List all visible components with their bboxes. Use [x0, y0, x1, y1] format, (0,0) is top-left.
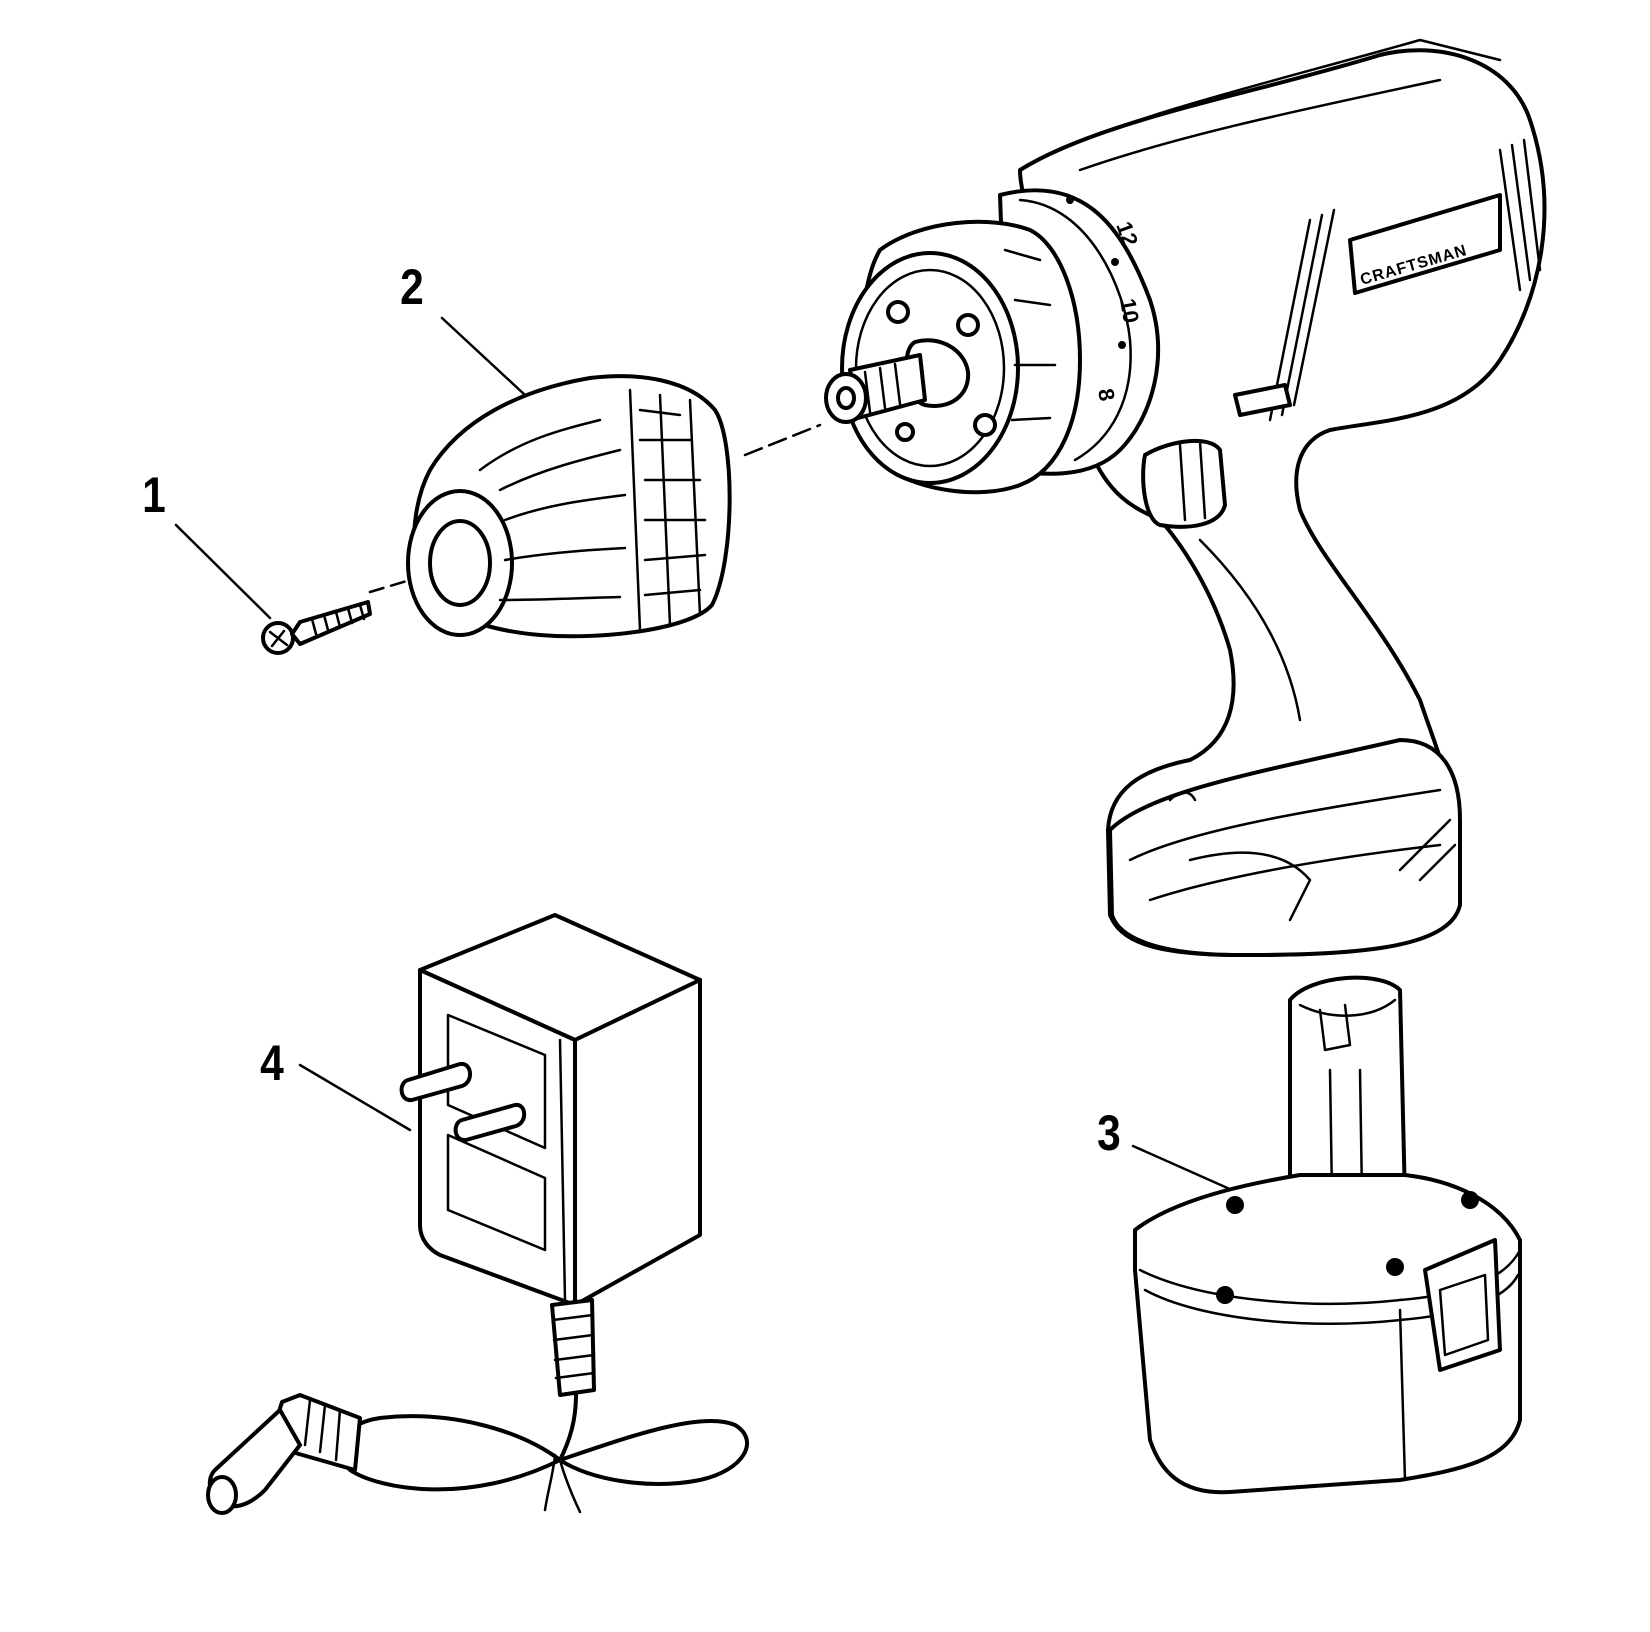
callout-4: 4	[260, 1035, 284, 1091]
callout-2: 2	[400, 259, 424, 315]
chuck-part	[406, 374, 732, 639]
drill-body: 8 10 12 CRAFTSMAN	[824, 38, 1547, 957]
dial-number-10: 10	[1115, 297, 1144, 325]
charger-part	[206, 913, 749, 1515]
leader-lines	[174, 316, 1234, 1192]
callout-1: 1	[142, 467, 166, 523]
dial-number-8: 8	[1093, 387, 1120, 403]
callout-3: 3	[1097, 1105, 1121, 1161]
battery-pack-part	[1133, 975, 1522, 1495]
screw-part	[261, 600, 372, 655]
